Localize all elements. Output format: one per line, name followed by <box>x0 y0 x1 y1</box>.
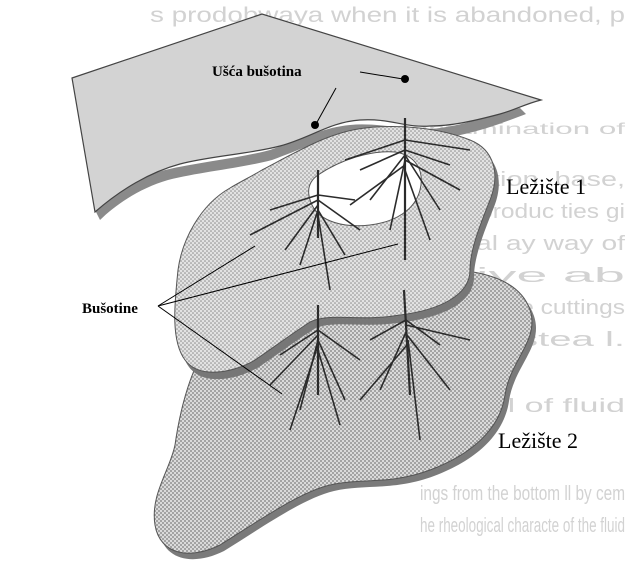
background-text-line: he rheological characte of the fluid <box>420 515 625 537</box>
background-text-line: s prodobwaya when it is abandoned, p <box>150 4 625 27</box>
label-reservoir-2: Ležište 2 <box>498 428 578 453</box>
label-reservoir-1: Ležište 1 <box>506 174 586 199</box>
wellhead-dot-right <box>401 75 409 83</box>
wellhead-dot-left <box>311 121 319 129</box>
label-wellheads: Ušća bušotina <box>212 64 302 80</box>
label-wells: Bušotine <box>82 301 138 317</box>
background-text-line: ings from the bottom ll by cem <box>420 483 625 505</box>
